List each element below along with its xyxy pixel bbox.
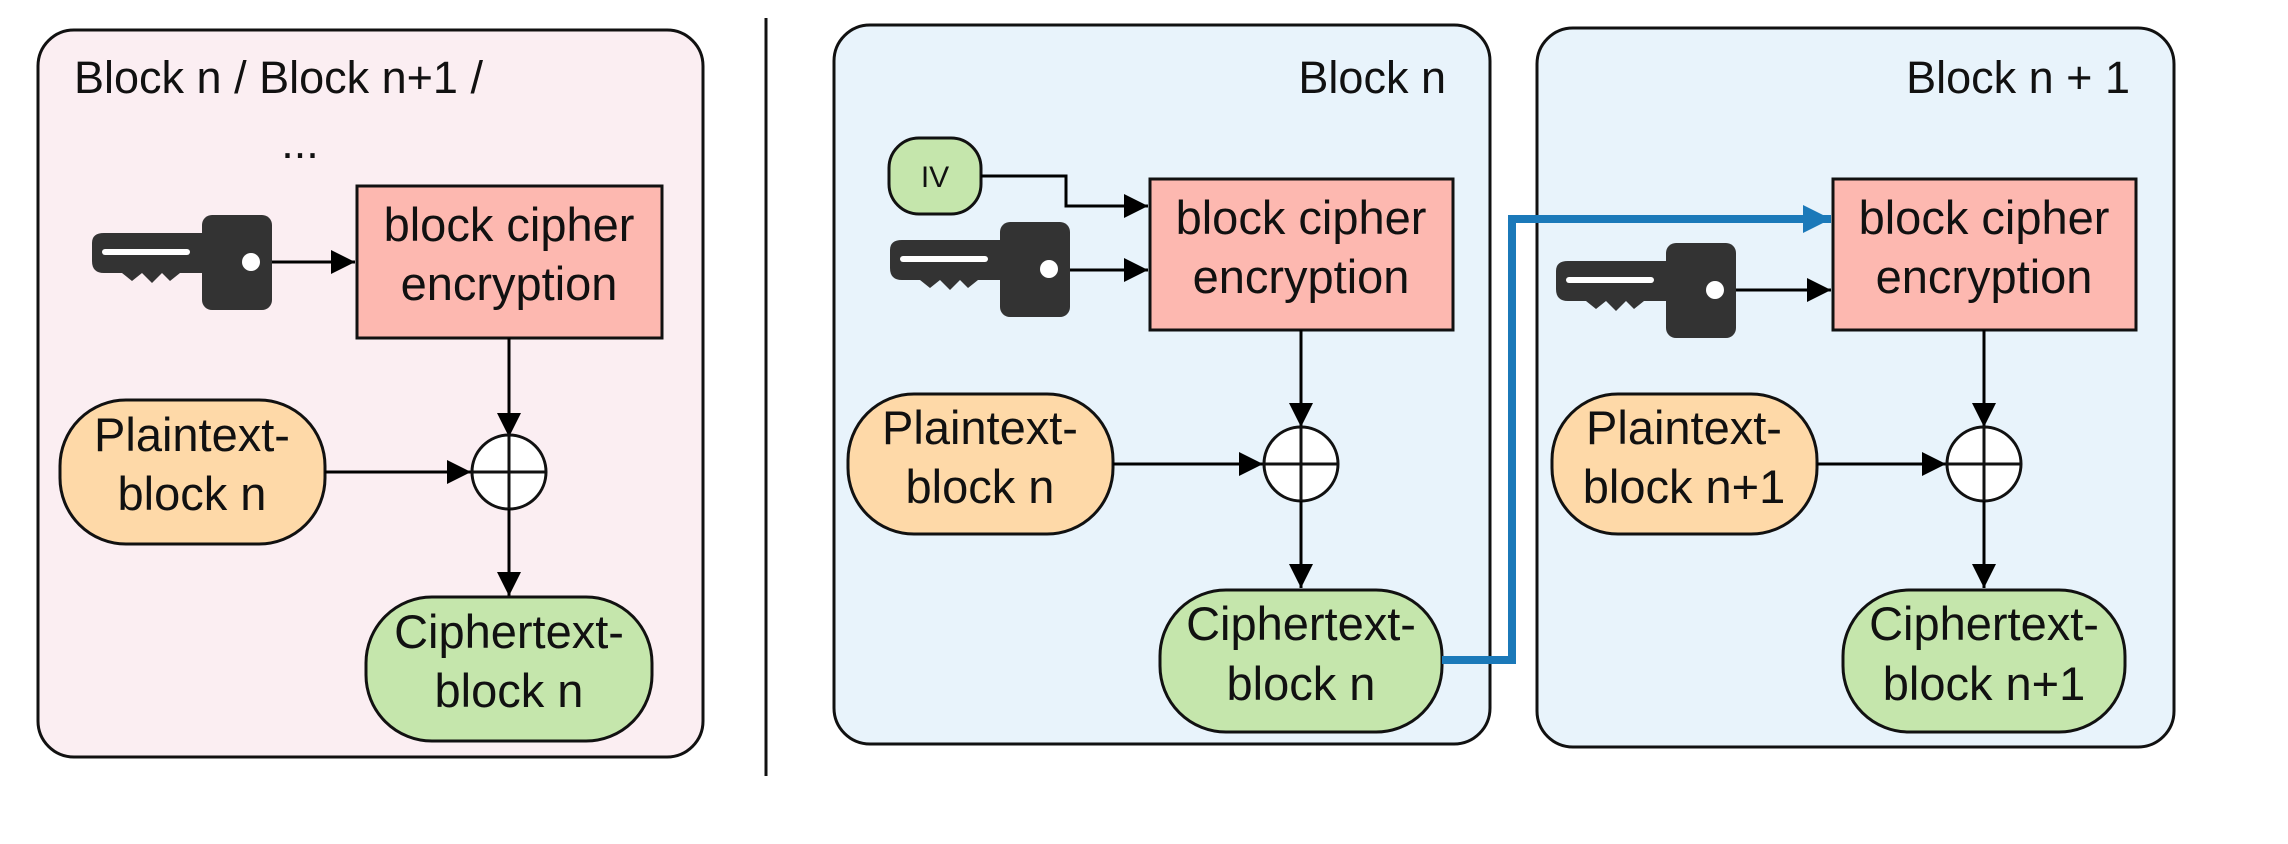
panel-generic-block: Block n / Block n+1 / ... block cipher e… — [36, 28, 705, 759]
cipher-label-line2: encryption — [1876, 250, 2093, 303]
plaintext-label-line1: Plaintext- — [882, 401, 1078, 454]
ciphertext-label-line1: Ciphertext- — [394, 605, 624, 658]
plaintext-label-line2: block n+1 — [1583, 460, 1786, 513]
ciphertext-label-line2: block n — [435, 664, 584, 717]
plaintext-label-line1: Plaintext- — [94, 408, 290, 461]
ciphertext-box — [364, 595, 654, 743]
plaintext-label-line2: block n — [906, 460, 1055, 513]
panel-block-n: Block n IV block cipher encryption Plain… — [832, 23, 1492, 746]
xor-icon — [1262, 425, 1340, 503]
ciphertext-box — [1841, 588, 2127, 734]
panel-title-continuation: ... — [281, 117, 319, 168]
plaintext-label-line1: Plaintext- — [1586, 401, 1782, 454]
ciphertext-label-line1: Ciphertext- — [1869, 597, 2099, 650]
panel-title: Block n / Block n+1 / — [74, 52, 483, 103]
xor-icon — [1945, 425, 2023, 503]
cipher-box — [1148, 177, 1455, 332]
xor-icon — [470, 433, 548, 511]
cipher-label-line1: block cipher — [1859, 191, 2110, 244]
cipher-label-line2: encryption — [1193, 250, 1410, 303]
ciphertext-label-line2: block n — [1227, 657, 1376, 710]
ciphertext-label-line1: Ciphertext- — [1186, 597, 1416, 650]
feedback-arrow — [1442, 205, 1831, 664]
panel-title: Block n — [1298, 52, 1446, 103]
panel-block-n-plus-1: Block n + 1 block cipher encryption Plai… — [1535, 26, 2176, 749]
cipher-label-line1: block cipher — [1176, 191, 1427, 244]
plaintext-label-line2: block n — [118, 467, 267, 520]
cipher-box — [355, 184, 664, 340]
cipher-label-line1: block cipher — [384, 198, 635, 251]
panel-title: Block n + 1 — [1906, 52, 2130, 103]
iv-label: IV — [921, 161, 949, 194]
cipher-label-line2: encryption — [401, 257, 618, 310]
iv-to-cipher-arrow — [981, 174, 1148, 218]
ciphertext-label-line2: block n+1 — [1883, 657, 2086, 710]
cipher-box — [1831, 177, 2138, 332]
